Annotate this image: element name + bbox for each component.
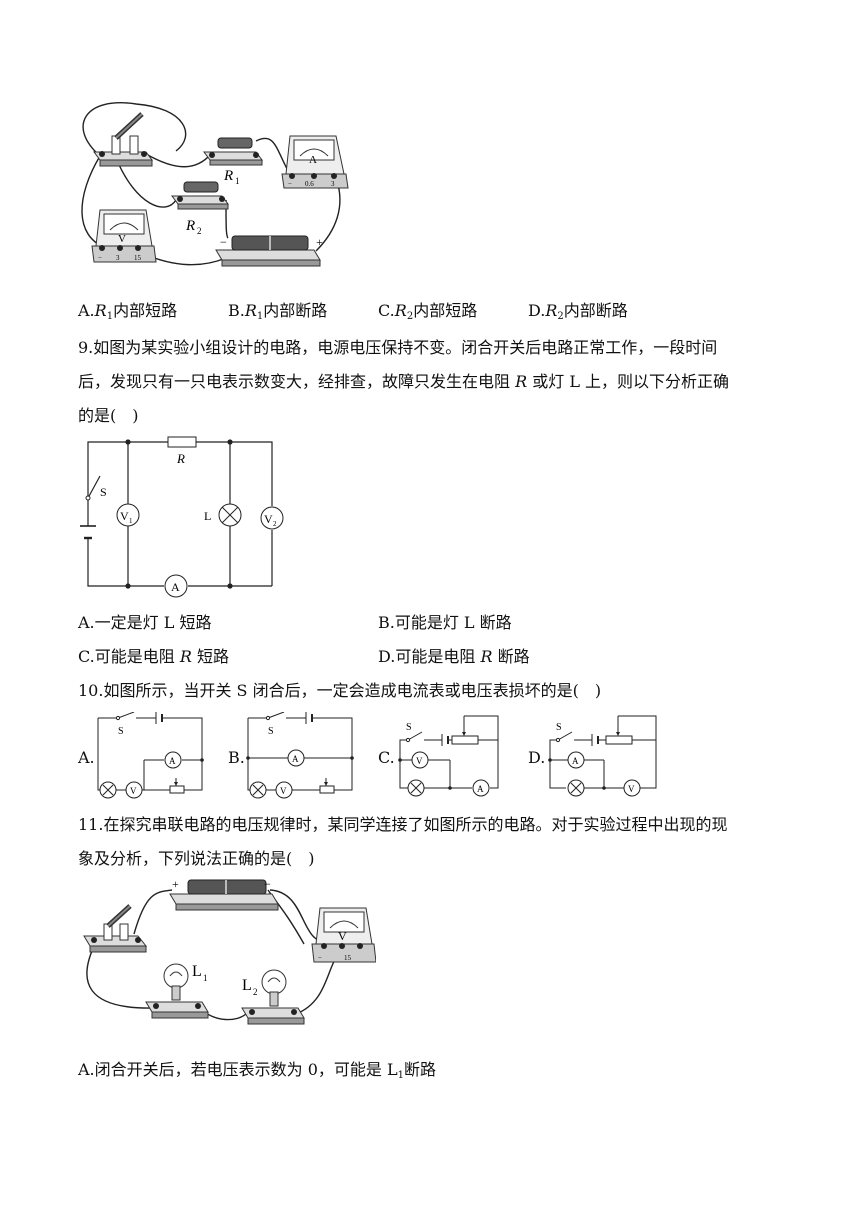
q9-stem-line1: 9.如图为某实验小组设计的电路，电源电压保持不变。闭合开关后电路正常工作，一段时… (78, 338, 718, 357)
svg-text:A: A (572, 756, 579, 766)
svg-text:−: − (318, 954, 322, 962)
voltmeter-icon (91, 209, 157, 263)
q11-stem-line1: 11.在探究串联电路的电压规律时，某同学连接了如图所示的电路。对于实验过程中出现… (78, 815, 728, 834)
voltmeter-v1-icon (116, 503, 140, 527)
resistor-r1-icon (203, 137, 263, 166)
svg-text:V: V (628, 784, 635, 794)
q10-option-a-label[interactable]: A. (78, 748, 95, 767)
q9-option-c[interactable]: C.可能是电阻 R 短路 (78, 647, 229, 666)
svg-text:V: V (264, 512, 273, 526)
q8-option-d[interactable]: D.R2内部断路 (528, 301, 628, 322)
svg-text:2: 2 (253, 987, 258, 997)
q10-option-b-circuit[interactable]: S A V (244, 712, 358, 802)
q10-option-b-label[interactable]: B. (228, 748, 245, 767)
svg-text:A: A (292, 754, 299, 764)
q11-circuit-figure: + − V − 15 L 1 L 2 (83, 877, 376, 1025)
svg-text:1: 1 (235, 176, 240, 186)
svg-text:V: V (130, 786, 137, 796)
svg-text:+: + (172, 877, 179, 891)
lamp-l1-icon (145, 963, 209, 1019)
svg-text:S: S (118, 726, 124, 737)
q8-option-c[interactable]: C.R2内部短路 (378, 301, 478, 322)
resistor-r2-icon (171, 181, 229, 210)
r1-label: R (223, 168, 233, 184)
battery-icon (169, 879, 279, 911)
svg-text:−: − (98, 254, 102, 262)
q9-stem-line2: 后，发现只有一只电表示数变大，经排查，故障只发生在电阻 R 或灯 L 上，则以下… (78, 372, 730, 391)
svg-text:15: 15 (134, 254, 142, 262)
q11-option-a[interactable]: A.闭合开关后，若电压表示数为 0，可能是 L1断路 (78, 1060, 437, 1081)
svg-text:L: L (242, 977, 252, 994)
svg-text:0.6: 0.6 (305, 180, 314, 188)
lamp-icon (218, 503, 242, 527)
q9-stem-line3: 的是( ) (78, 406, 139, 425)
svg-text:L: L (192, 963, 202, 980)
q9-option-d[interactable]: D.可能是电阻 R 断路 (378, 647, 530, 666)
lamp-l2-icon (241, 969, 305, 1025)
svg-text:S: S (100, 485, 107, 499)
svg-text:S: S (268, 726, 274, 737)
svg-text:−: − (264, 877, 271, 891)
svg-text:−: − (288, 180, 292, 188)
svg-text:L: L (204, 509, 211, 523)
svg-text:A: A (169, 756, 176, 766)
q10-option-a-circuit[interactable]: S A V (94, 712, 208, 802)
q10-option-d-circuit[interactable]: S A V (544, 712, 664, 802)
q8-option-a[interactable]: A.R1内部短路 (78, 301, 178, 322)
q9-option-b[interactable]: B.可能是灯 L 断路 (378, 613, 512, 632)
q8-circuit-figure: R 1 R 2 A − 0.6 3 V − 3 15 − + (81, 102, 349, 267)
voltmeter-v2-icon (260, 506, 284, 530)
svg-text:−: − (220, 235, 227, 249)
q10-option-c-circuit[interactable]: S V A (394, 712, 508, 802)
svg-text:2: 2 (273, 520, 277, 528)
switch-icon (83, 904, 148, 953)
svg-text:S: S (406, 722, 412, 733)
svg-text:R: R (176, 451, 185, 466)
battery-icon (215, 235, 321, 267)
q10-option-c-label[interactable]: C. (378, 748, 395, 767)
svg-text:V: V (120, 509, 129, 523)
svg-text:V: V (118, 233, 126, 245)
svg-text:V: V (280, 786, 287, 796)
q9-option-a[interactable]: A.一定是灯 L 短路 (78, 613, 212, 632)
svg-text:S: S (556, 722, 562, 733)
switch-icon (93, 112, 153, 167)
svg-text:+: + (316, 235, 323, 249)
ammeter-icon (164, 574, 188, 598)
q9-circuit-diagram: R S V 1 L V 2 A (80, 436, 284, 598)
svg-text:3: 3 (116, 254, 120, 262)
svg-text:1: 1 (203, 973, 208, 983)
q11-stem-line2: 象及分析，下列说法正确的是( ) (78, 849, 315, 868)
svg-text:A: A (477, 784, 484, 794)
svg-text:15: 15 (344, 954, 352, 962)
q10-stem: 10.如图所示，当开关 S 闭合后，一定会造成电流表或电压表损坏的是( ) (78, 681, 602, 700)
svg-text:A: A (309, 154, 317, 166)
svg-text:3: 3 (331, 180, 335, 188)
q10-option-d-label[interactable]: D. (528, 748, 546, 767)
svg-text:1: 1 (129, 517, 133, 525)
q8-option-b[interactable]: B.R1内部断路 (228, 301, 328, 322)
svg-text:A: A (171, 580, 180, 594)
resistor-icon (167, 436, 197, 448)
svg-text:V: V (416, 756, 423, 766)
svg-text:2: 2 (197, 226, 202, 236)
voltmeter-icon (311, 907, 376, 963)
svg-text:V: V (338, 929, 347, 943)
ammeter-icon (281, 135, 349, 189)
r2-label: R (185, 218, 195, 234)
